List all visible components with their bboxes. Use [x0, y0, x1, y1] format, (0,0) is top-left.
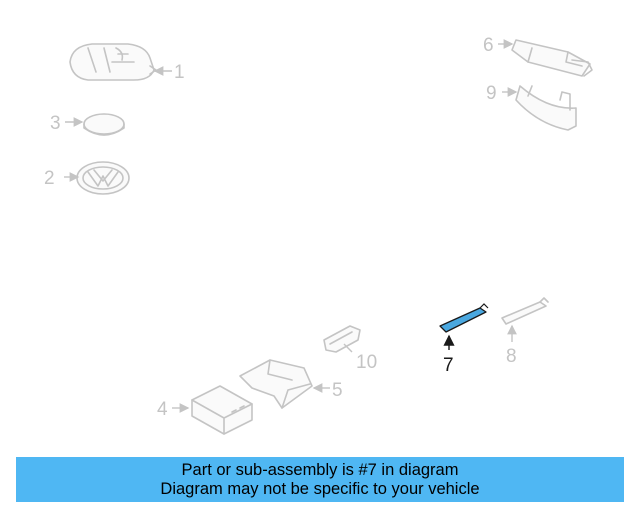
part-5-mount[interactable]: [239, 359, 313, 409]
callout-10[interactable]: 10: [356, 352, 377, 373]
part-4-control-unit[interactable]: [191, 385, 253, 435]
callout-9[interactable]: 9: [486, 83, 497, 104]
callout-4[interactable]: 4: [157, 399, 168, 420]
callout-6[interactable]: 6: [483, 35, 494, 56]
info-banner: Part or sub-assembly is #7 in diagram Di…: [16, 457, 624, 502]
callout-7[interactable]: 7: [443, 355, 454, 376]
part-1-key-fob[interactable]: [69, 43, 157, 81]
part-2-emblem[interactable]: [76, 161, 130, 195]
callout-5[interactable]: 5: [332, 380, 343, 401]
part-6-module[interactable]: [511, 39, 593, 77]
parts-diagram: 1 3 2 6 9 10 5: [44, 35, 593, 435]
part-7-antenna-highlighted[interactable]: [439, 303, 489, 333]
banner-line-2: Diagram may not be specific to your vehi…: [160, 479, 480, 498]
callout-8[interactable]: 8: [506, 346, 517, 367]
part-10-clip[interactable]: [323, 325, 361, 353]
part-8-antenna[interactable]: [501, 297, 549, 325]
part-9-bracket[interactable]: [515, 85, 577, 131]
banner-line-1: Part or sub-assembly is #7 in diagram: [181, 460, 459, 479]
callout-3[interactable]: 3: [50, 113, 61, 134]
callout-1[interactable]: 1: [174, 62, 185, 83]
part-3-battery[interactable]: [83, 113, 125, 136]
callout-2[interactable]: 2: [44, 168, 55, 189]
